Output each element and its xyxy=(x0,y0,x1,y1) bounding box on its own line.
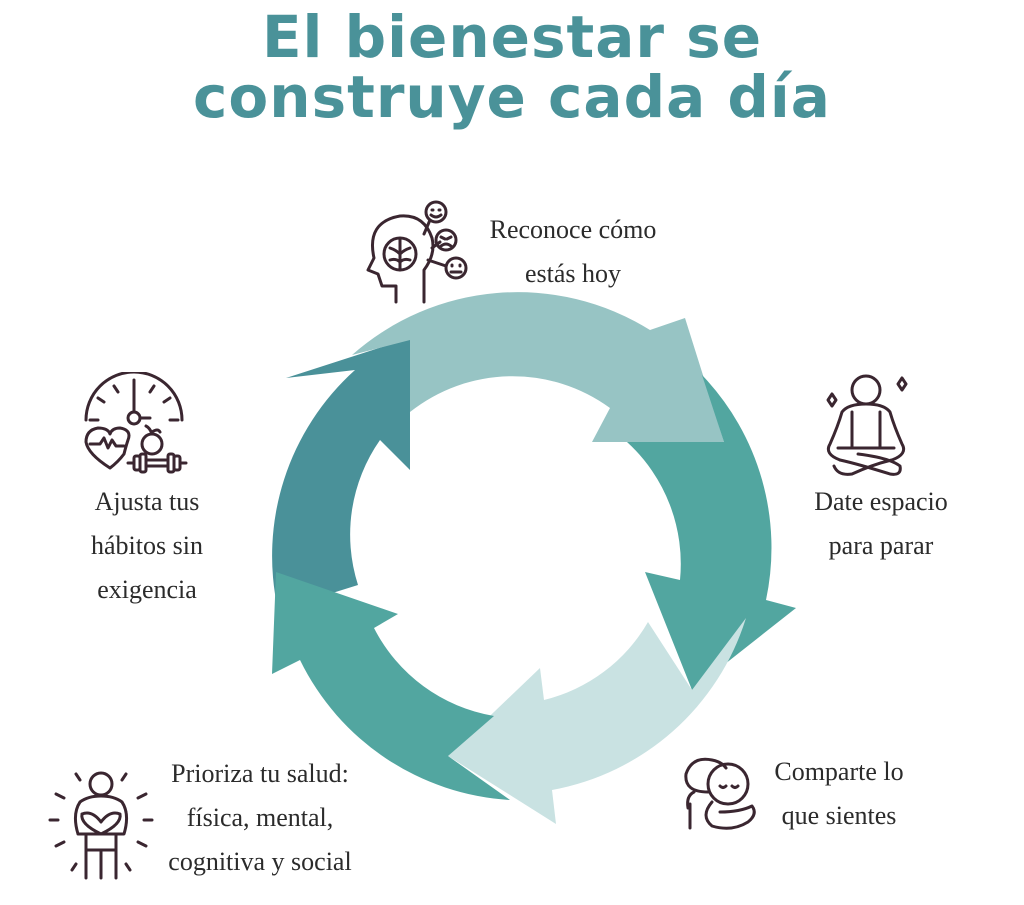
label-line: que sientes xyxy=(781,801,897,830)
self-hug-icon xyxy=(678,752,764,838)
step-label-ajusta: Ajusta tus hábitos sin exigencia xyxy=(62,480,232,612)
title-line-2: construye cada día xyxy=(193,63,831,131)
label-line: estás hoy xyxy=(524,259,622,288)
healthy-habits-icon xyxy=(80,370,190,484)
step-label-reconoce: Reconoce cómo estás hoy xyxy=(468,208,678,296)
label-line: hábitos sin xyxy=(91,531,203,560)
title-line-1: El bienestar se xyxy=(261,3,763,71)
step-label-prioriza: Prioriza tu salud: física, mental, cogni… xyxy=(150,752,370,884)
cycle-arrow-bottom-left xyxy=(272,572,510,800)
cycle-arrow-right xyxy=(627,375,796,690)
label-line: Ajusta tus xyxy=(94,487,200,516)
page-title: El bienestar se construye cada día xyxy=(0,8,1024,128)
label-line: Reconoce cómo xyxy=(489,215,657,244)
self-love-person-icon xyxy=(46,770,156,886)
step-label-date-espacio: Date espacio para parar xyxy=(796,480,966,568)
cycle-arrow-left xyxy=(272,338,410,610)
label-line: para parar xyxy=(828,531,934,560)
label-line: física, mental, xyxy=(186,803,334,832)
cycle-arrow-top xyxy=(352,292,724,442)
label-line: cognitiva y social xyxy=(168,847,352,876)
cycle-arrow-bottom xyxy=(448,618,746,824)
meditation-icon xyxy=(818,370,914,484)
label-line: Prioriza tu salud: xyxy=(171,759,349,788)
label-line: Date espacio xyxy=(814,487,948,516)
label-line: Comparte lo xyxy=(774,757,904,786)
step-label-comparte: Comparte lo que sientes xyxy=(754,750,924,838)
label-line: exigencia xyxy=(97,575,197,604)
head-brain-emotions-icon xyxy=(360,198,470,310)
